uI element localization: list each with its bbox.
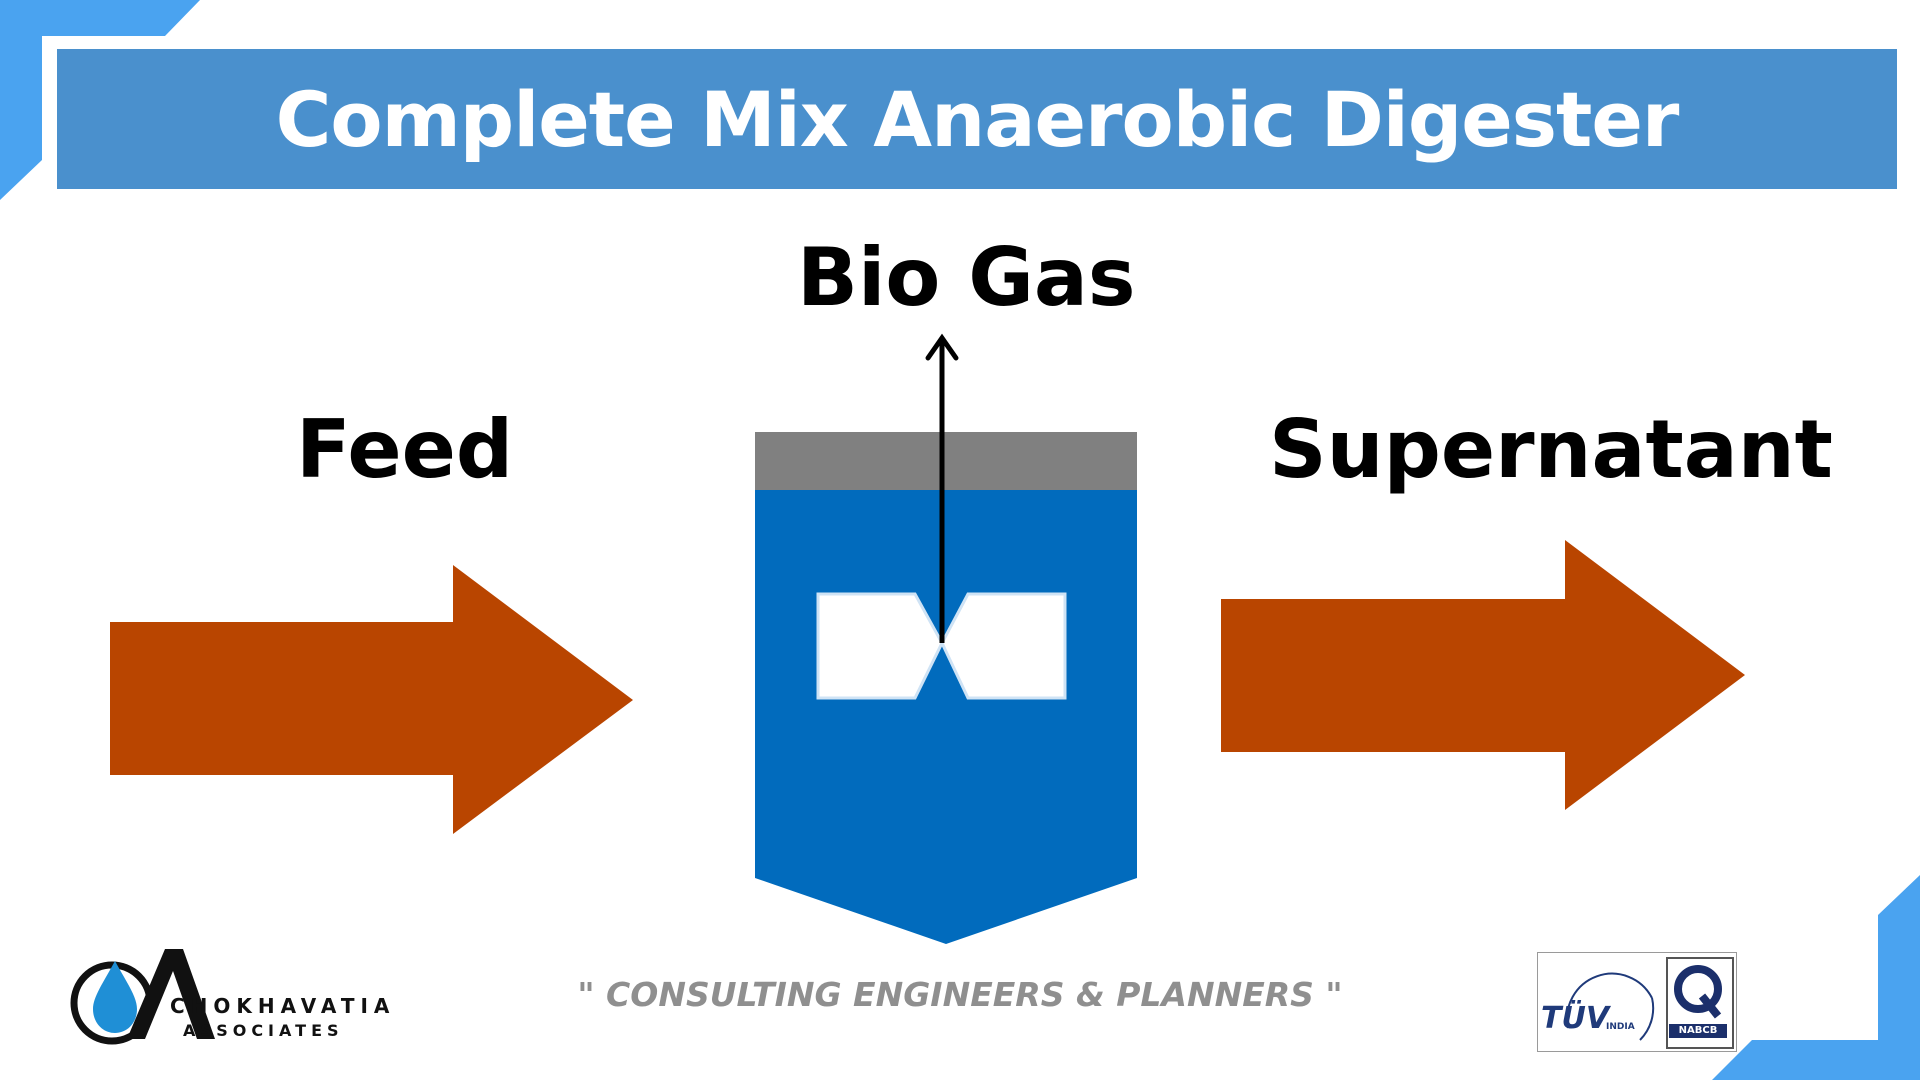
digester-tank — [755, 490, 1137, 944]
tuv-logo-text: TÜV — [1541, 1001, 1610, 1036]
nabcb-label: NABCB — [1669, 1024, 1727, 1038]
arrow-up-icon — [925, 333, 959, 643]
tagline: " CONSULTING ENGINEERS & PLANNERS " — [577, 975, 1343, 1014]
supernatant-arrow — [1221, 540, 1745, 810]
water-drop-logo-icon — [70, 949, 215, 1045]
logo-company-name: CHOKHAVATIA — [170, 994, 396, 1018]
tank-lid — [755, 432, 1137, 490]
mixer-impeller-icon — [816, 592, 1067, 700]
logo-company-sub: ASSOCIATES — [183, 1021, 344, 1040]
supernatant-label: Supernatant — [1269, 403, 1833, 496]
feed-label: Feed — [296, 403, 514, 496]
biogas-label: Bio Gas — [797, 231, 1136, 324]
page-title: Complete Mix Anaerobic Digester — [275, 74, 1680, 164]
nabcb-q-icon — [1674, 965, 1722, 1019]
feed-arrow — [110, 565, 633, 834]
title-bar: Complete Mix Anaerobic Digester — [57, 49, 1897, 189]
tuv-arc-icon — [1566, 972, 1655, 1041]
tuv-logo-subtext: INDIA — [1606, 1022, 1635, 1032]
corner-accent-top-left — [0, 0, 200, 200]
